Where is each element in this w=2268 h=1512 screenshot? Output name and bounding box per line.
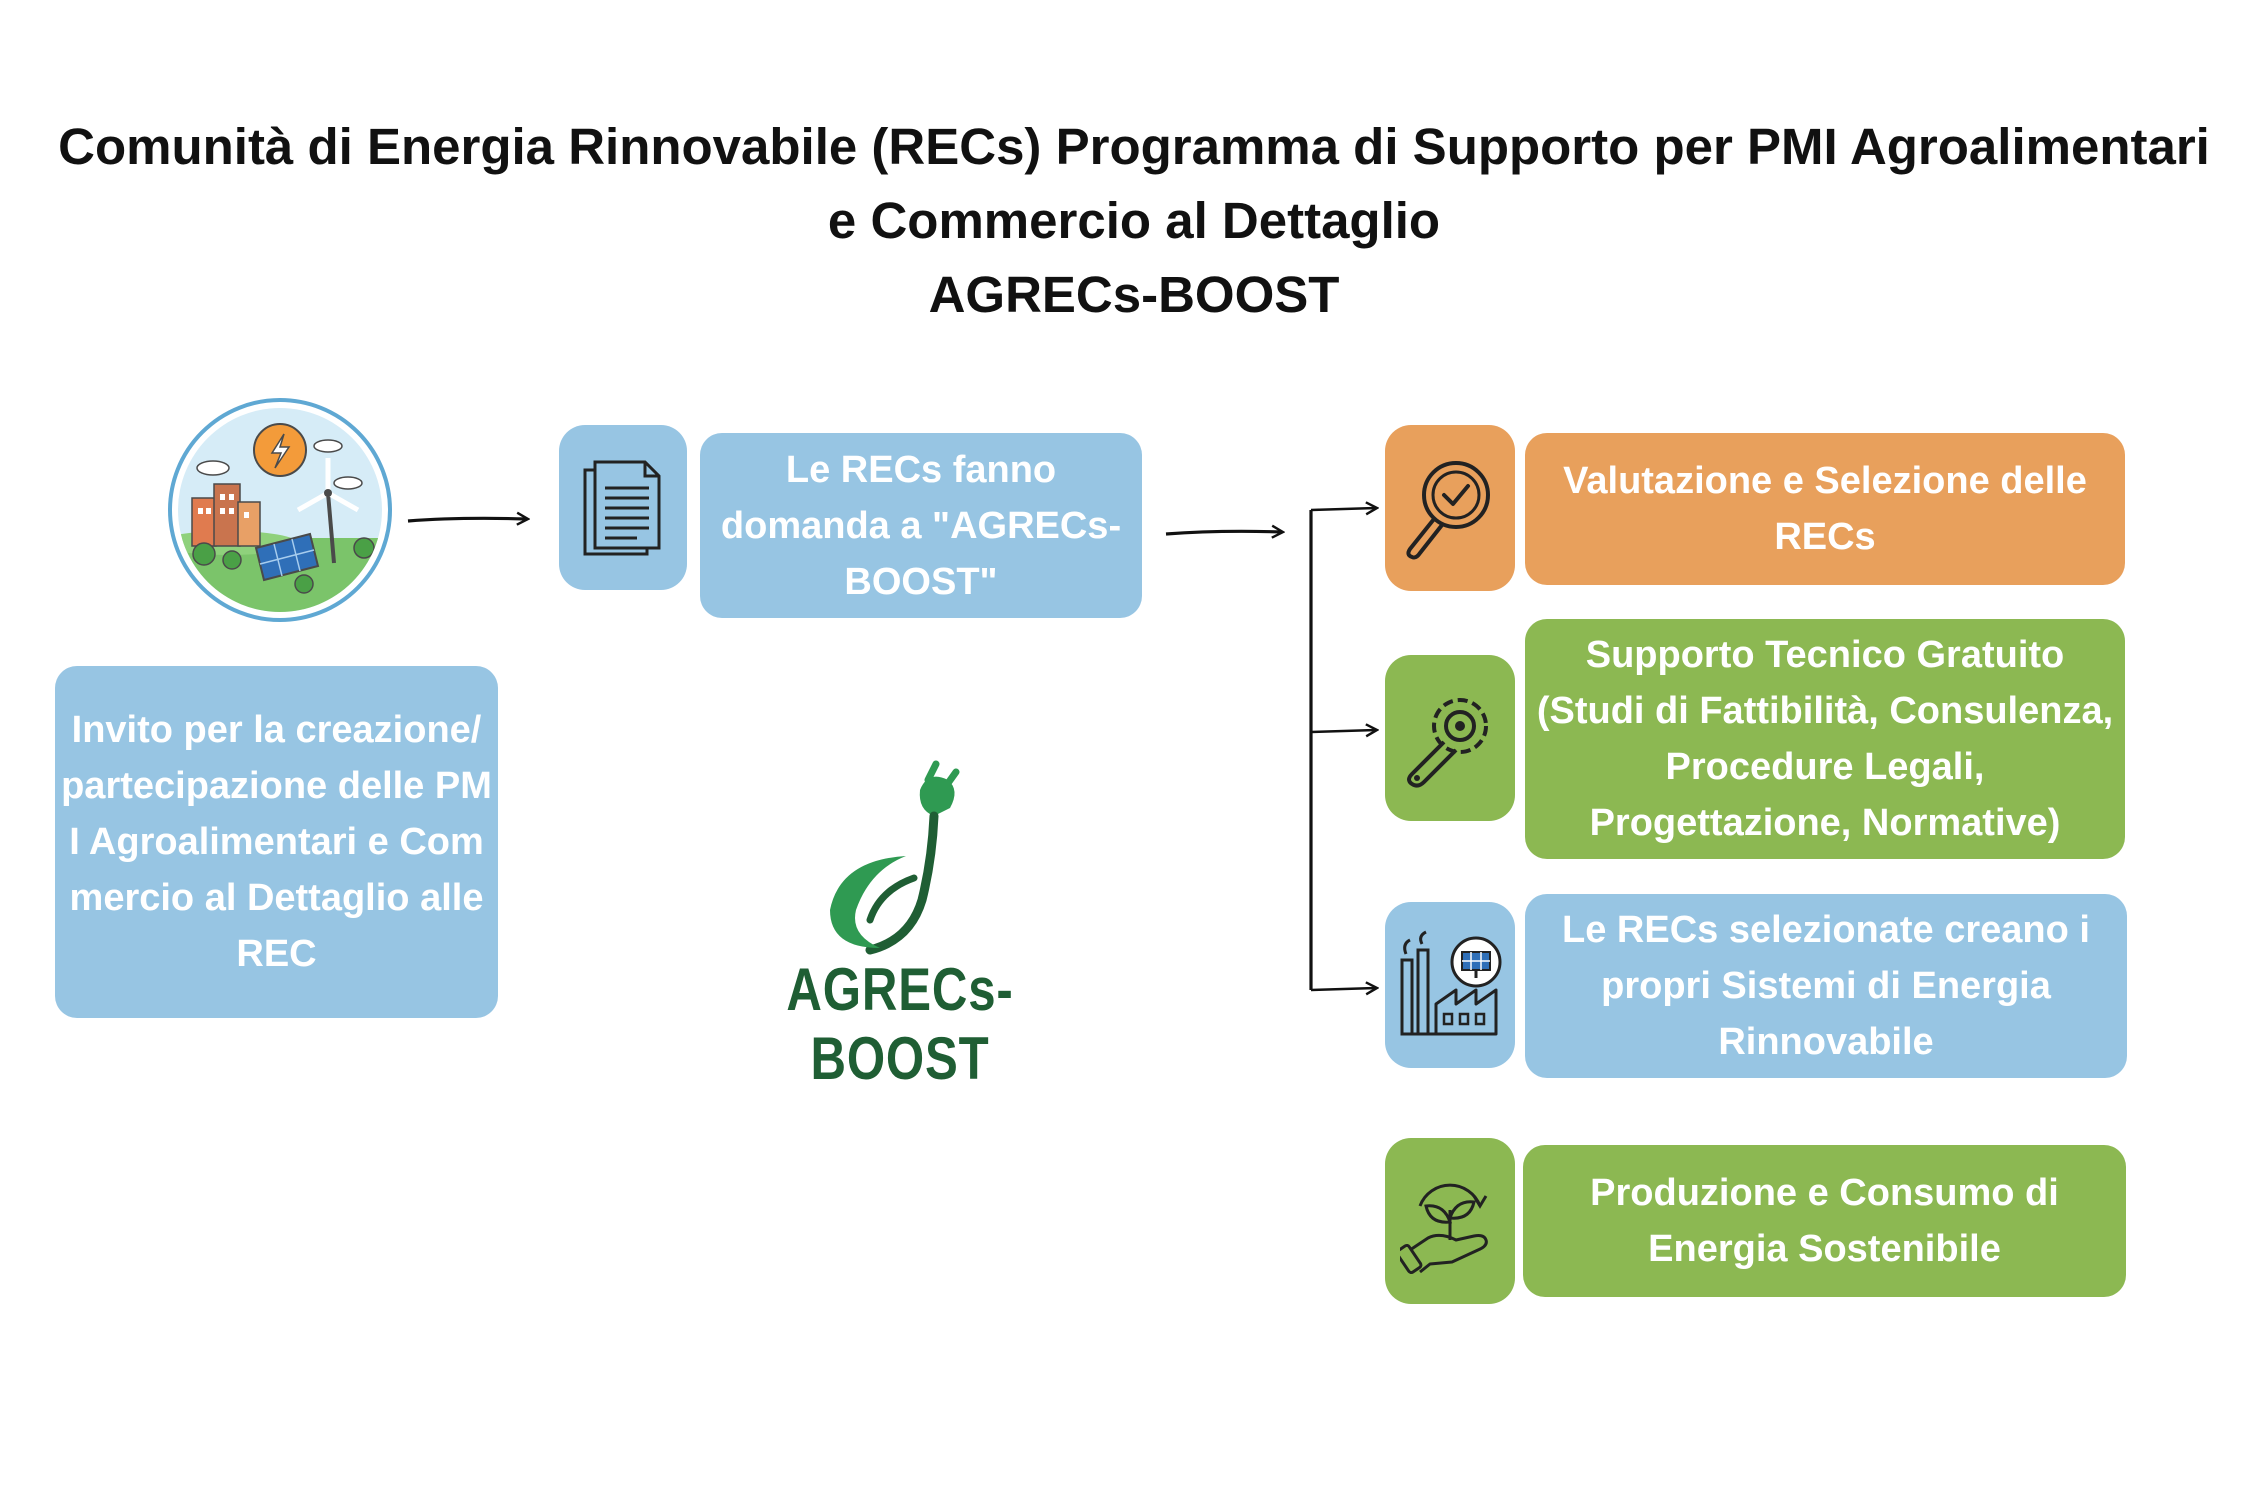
title-line-3: AGRECs-BOOST <box>928 266 1340 323</box>
step-3-box: Le RECs selezionate creano i propri Sist… <box>1525 894 2127 1078</box>
invitation-box: Invito per la creazione/partecipazione d… <box>55 666 498 1018</box>
magnifier-check-icon <box>1406 461 1490 560</box>
step-2-text: Supporto Tecnico Gratuito (Studi di Fatt… <box>1536 634 2114 844</box>
hand-plant-icon <box>1400 1183 1488 1275</box>
agrecs-boost-logo <box>810 760 990 960</box>
step-1-text: Valutazione e Selezione delle RECs <box>1563 460 2087 558</box>
logo-text: AGRECs-BOOST <box>786 956 1014 1092</box>
step-2-box: Supporto Tecnico Gratuito (Studi di Fatt… <box>1525 619 2125 859</box>
step-3-text: Le RECs selezionate creano i propri Sist… <box>1562 909 2090 1063</box>
step-4-text: Produzione e Consumo di Energia Sostenib… <box>1590 1172 2059 1270</box>
application-box: Le RECs fanno domanda a "AGRECs-BOOST" <box>700 433 1142 618</box>
document-icon <box>583 460 661 555</box>
step-4-tile <box>1385 1138 1515 1304</box>
document-tile <box>559 425 687 590</box>
factory-solar-icon <box>1400 930 1502 1036</box>
title-line-2: e Commercio al Dettaglio <box>827 192 1441 249</box>
step-1-box: Valutazione e Selezione delle RECs <box>1525 433 2125 585</box>
step-3-tile <box>1385 902 1515 1068</box>
page-title: Comunità di Energia Rinnovabile (RECs) P… <box>0 110 2268 332</box>
application-text: Le RECs fanno domanda a "AGRECs-BOOST" <box>720 448 1122 603</box>
community-energy-icon <box>168 398 392 622</box>
wrench-gear-icon <box>1407 698 1488 788</box>
step-2-tile <box>1385 655 1515 821</box>
step-4-box: Produzione e Consumo di Energia Sostenib… <box>1523 1145 2126 1297</box>
title-line-1: Comunità di Energia Rinnovabile (RECs) P… <box>58 118 2210 175</box>
invitation-text: Invito per la creazione/partecipazione d… <box>61 709 492 975</box>
step-1-tile <box>1385 425 1515 591</box>
